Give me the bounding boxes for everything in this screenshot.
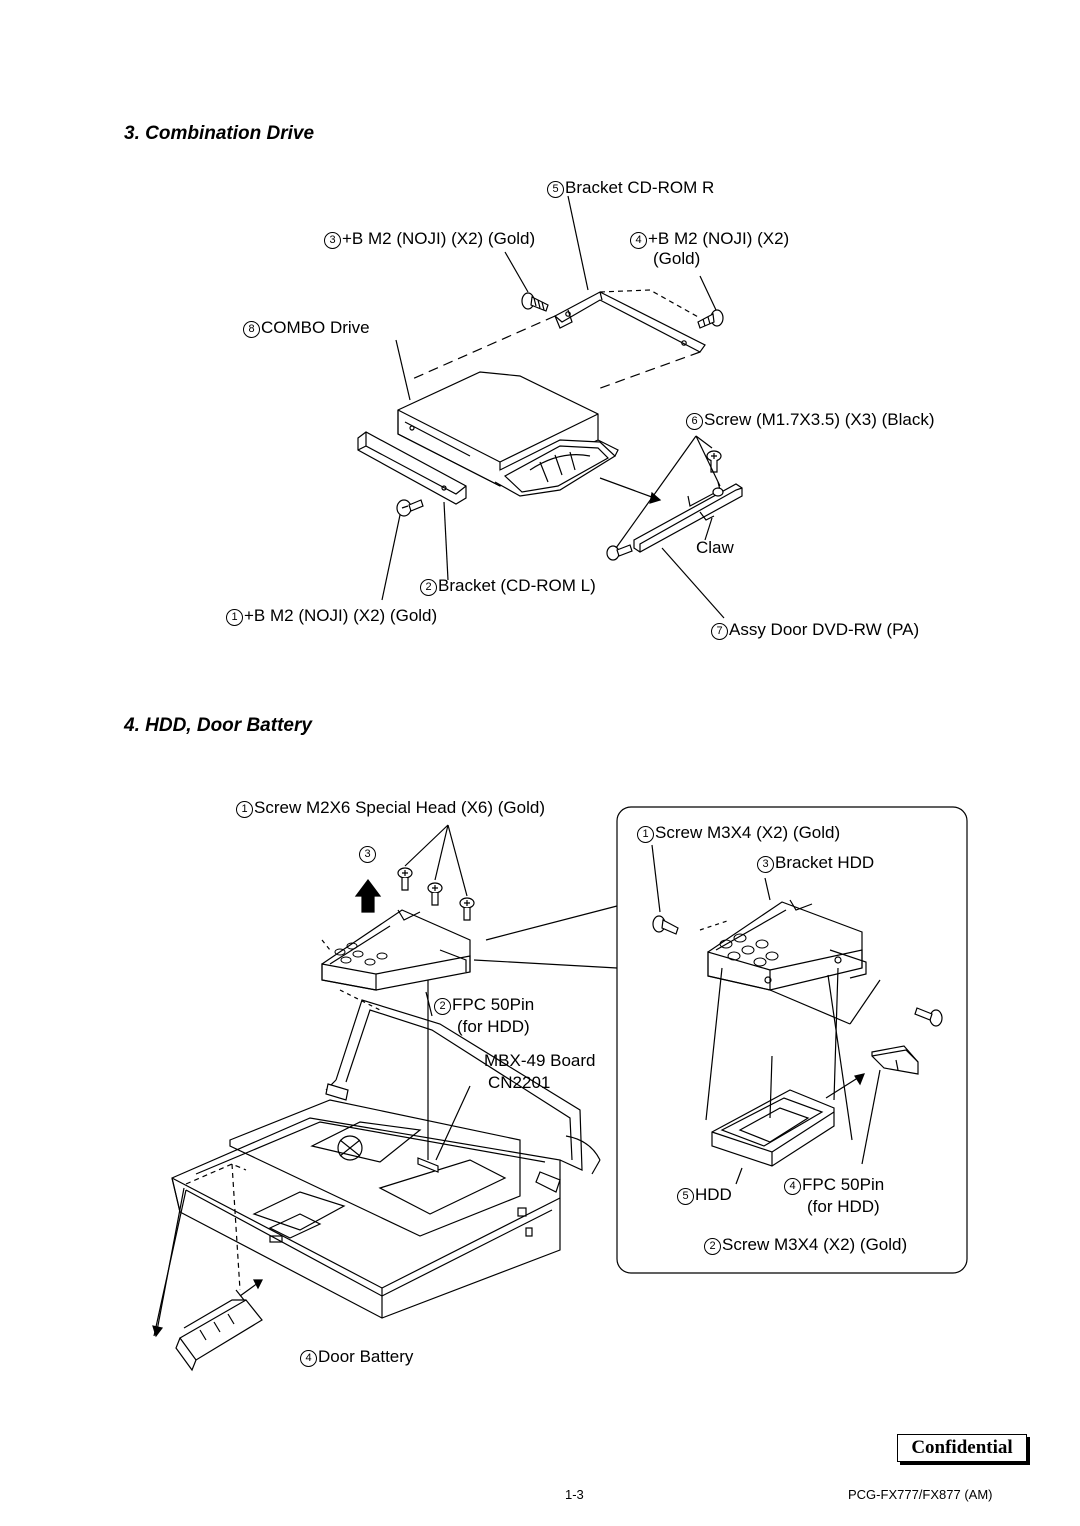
- page-number: 1-3: [565, 1487, 584, 1502]
- label-mbx49-board: MBX-49 Board CN2201: [484, 1051, 596, 1092]
- section-title-hdd-door-battery: 4. HDD, Door Battery: [124, 715, 312, 736]
- model-number: PCG-FX777/FX877 (AM): [848, 1487, 993, 1502]
- label-screw-1: 1+B M2 (NOJI) (X2) (Gold): [226, 606, 437, 626]
- section-title-combination-drive: 3. Combination Drive: [124, 123, 315, 144]
- label-screw-3: 3+B M2 (NOJI) (X2) (Gold): [324, 229, 535, 249]
- confidential-badge: Confidential: [897, 1434, 1027, 1462]
- label-claw: Claw: [696, 538, 734, 557]
- label-step-3: 3: [359, 843, 377, 863]
- label-screw-4: 4+B M2 (NOJI) (X2) (Gold): [630, 229, 789, 269]
- combo-drive-drawing: [357, 195, 743, 619]
- hdd-door-battery-drawing: [152, 806, 968, 1372]
